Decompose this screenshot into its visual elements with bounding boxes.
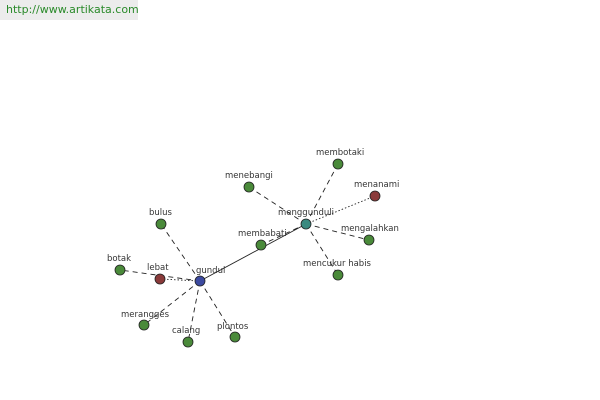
edge-gundul-merangges bbox=[143, 280, 201, 326]
node-label-lebat: lebat bbox=[147, 263, 169, 273]
node-marker-membabati[interactable] bbox=[255, 239, 267, 251]
node-label-plontos: plontos bbox=[217, 322, 249, 332]
node-label-membotaki: membotaki bbox=[316, 148, 364, 158]
edge-menggunduli-membotaki bbox=[305, 163, 339, 225]
node-menanami[interactable]: menanami bbox=[354, 180, 399, 202]
node-marker-mengalahkan[interactable] bbox=[363, 234, 375, 246]
node-marker-gundul[interactable] bbox=[194, 275, 206, 287]
node-lebat[interactable]: lebat bbox=[147, 263, 169, 285]
node-marker-menggunduli[interactable] bbox=[300, 218, 312, 230]
edge-gundul-bulus bbox=[160, 223, 201, 282]
node-mencukur-habis[interactable]: mencukur habis bbox=[303, 259, 372, 281]
source-url-link[interactable]: http://www.artikata.com bbox=[6, 3, 139, 16]
node-label-membabati: membabati bbox=[238, 229, 287, 239]
edge-gundul-calang bbox=[187, 280, 201, 343]
edge-gundul-menggunduli bbox=[199, 223, 307, 282]
node-label-gundul: gundul bbox=[196, 266, 225, 276]
node-marker-plontos[interactable] bbox=[229, 331, 241, 343]
node-marker-bulus[interactable] bbox=[155, 218, 167, 230]
node-label-mencukur-habis: mencukur habis bbox=[303, 259, 372, 269]
node-plontos[interactable]: plontos bbox=[217, 322, 249, 343]
edge-menggunduli-mencukur-habis bbox=[305, 223, 339, 276]
edge-gundul-lebat bbox=[159, 278, 201, 282]
node-membotaki[interactable]: membotaki bbox=[316, 148, 364, 170]
edge-menggunduli-menebangi bbox=[248, 186, 307, 225]
node-marker-membotaki[interactable] bbox=[332, 158, 344, 170]
node-label-menggunduli: menggunduli bbox=[278, 208, 334, 218]
node-marker-botak[interactable] bbox=[114, 264, 126, 276]
source-url-bar: http://www.artikata.com bbox=[0, 0, 139, 20]
node-membabati[interactable]: membabati bbox=[238, 229, 287, 251]
node-label-merangges: merangges bbox=[121, 310, 170, 320]
node-label-bulus: bulus bbox=[149, 208, 173, 218]
node-marker-calang[interactable] bbox=[182, 336, 194, 348]
node-label-menebangi: menebangi bbox=[225, 171, 273, 181]
node-gundul[interactable]: gundul bbox=[194, 266, 225, 287]
node-mengalahkan[interactable]: mengalahkan bbox=[341, 224, 399, 246]
edge-gundul-plontos bbox=[199, 280, 236, 338]
node-merangges[interactable]: merangges bbox=[121, 310, 170, 331]
edge-menggunduli-mengalahkan bbox=[305, 223, 370, 241]
node-marker-merangges[interactable] bbox=[138, 319, 150, 331]
node-calang[interactable]: calang bbox=[172, 326, 200, 348]
node-label-botak: botak bbox=[107, 254, 131, 264]
node-marker-menanami[interactable] bbox=[369, 190, 381, 202]
node-menebangi[interactable]: menebangi bbox=[225, 171, 273, 193]
node-marker-lebat[interactable] bbox=[154, 273, 166, 285]
node-label-mengalahkan: mengalahkan bbox=[341, 224, 399, 234]
node-label-menanami: menanami bbox=[354, 180, 399, 190]
node-label-calang: calang bbox=[172, 326, 200, 336]
node-bulus[interactable]: bulus bbox=[149, 208, 173, 230]
node-marker-mencukur-habis[interactable] bbox=[332, 269, 344, 281]
node-botak[interactable]: botak bbox=[107, 254, 131, 276]
node-marker-menebangi[interactable] bbox=[243, 181, 255, 193]
node-menggunduli[interactable]: menggunduli bbox=[278, 208, 334, 230]
